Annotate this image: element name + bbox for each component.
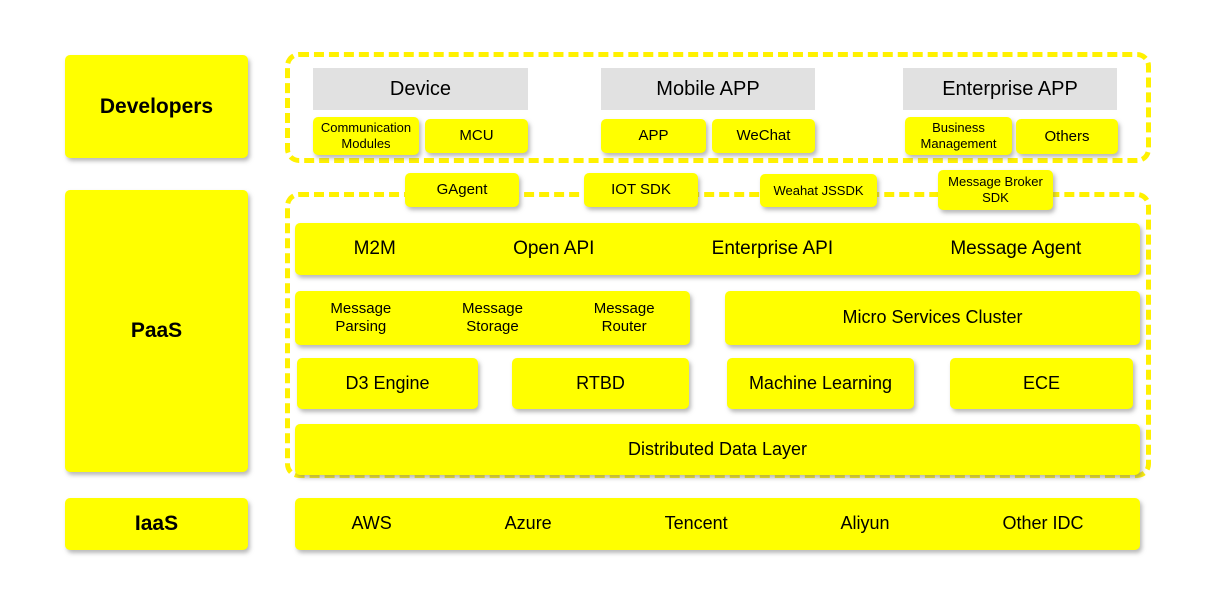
- box-mcu: MCU: [425, 119, 528, 153]
- layer-box-iaas: IaaS: [65, 498, 248, 550]
- box-iot-sdk: IOT SDK: [584, 173, 698, 207]
- box-api-row: M2M Open API Enterprise API Message Agen…: [295, 223, 1140, 275]
- box-others: Others: [1016, 119, 1118, 154]
- group-header-device: Device: [313, 68, 528, 110]
- box-d3-engine: D3 Engine: [297, 358, 478, 409]
- box-rtbd: RTBD: [512, 358, 689, 409]
- label-open-api: Open API: [513, 237, 595, 259]
- layer-box-paas: PaaS: [65, 190, 248, 472]
- box-gagent: GAgent: [405, 173, 519, 207]
- box-app: APP: [601, 119, 706, 153]
- box-communication-modules: Communication Modules: [313, 117, 419, 155]
- box-micro-services-cluster: Micro Services Cluster: [725, 291, 1140, 345]
- box-ece: ECE: [950, 358, 1133, 409]
- box-message-broker-sdk: Message Broker SDK: [938, 170, 1053, 210]
- box-iaas-providers: AWS Azure Tencent Aliyun Other IDC: [295, 498, 1140, 550]
- label-message-router: Message Router: [593, 300, 655, 335]
- label-other-idc: Other IDC: [1002, 513, 1084, 534]
- label-enterprise-api: Enterprise API: [711, 237, 834, 259]
- group-header-mobile-app: Mobile APP: [601, 68, 815, 110]
- label-message-storage: Message Storage: [462, 300, 523, 335]
- label-message-agent: Message Agent: [950, 237, 1082, 259]
- group-header-enterprise-app: Enterprise APP: [903, 68, 1117, 110]
- box-business-management: Business Management: [905, 117, 1012, 155]
- paas-region-border: [285, 192, 1151, 478]
- layer-box-developers: Developers: [65, 55, 248, 158]
- label-aliyun: Aliyun: [840, 513, 890, 534]
- label-m2m: M2M: [353, 237, 396, 259]
- box-message-services: Message Parsing Message Storage Message …: [295, 291, 690, 345]
- developers-region-border: [285, 52, 1151, 163]
- label-azure: Azure: [504, 513, 552, 534]
- label-tencent: Tencent: [664, 513, 728, 534]
- box-weahat-jssdk: Weahat JSSDK: [760, 174, 877, 207]
- box-machine-learning: Machine Learning: [727, 358, 914, 409]
- box-wechat: WeChat: [712, 119, 815, 153]
- box-distributed-data-layer: Distributed Data Layer: [295, 424, 1140, 475]
- label-message-parsing: Message Parsing: [330, 300, 392, 335]
- label-aws: AWS: [351, 513, 392, 534]
